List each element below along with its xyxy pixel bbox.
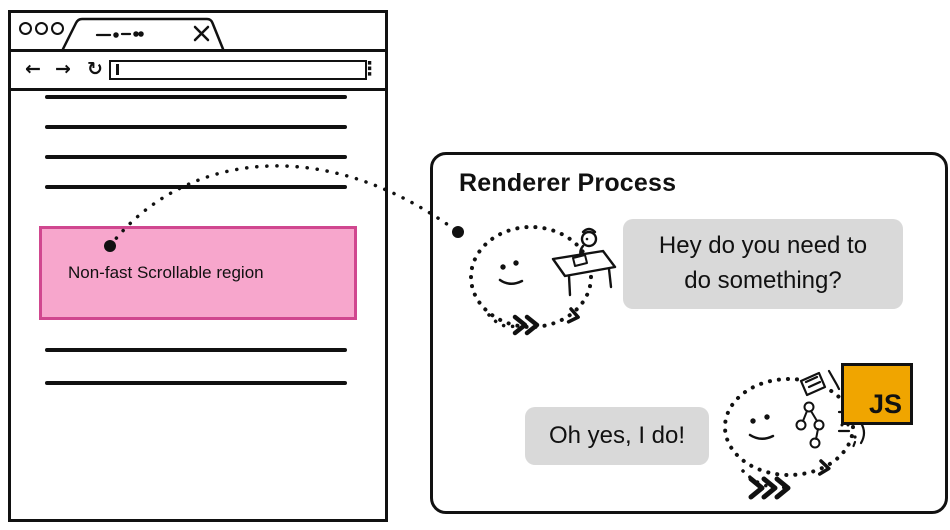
reload-icon[interactable]: ↻ (87, 58, 103, 80)
text-line (45, 381, 347, 385)
window-control-button[interactable] (35, 22, 48, 35)
desk-icon (551, 227, 617, 297)
region-label: Non-fast Scrollable region (68, 263, 264, 282)
main-thread-character (723, 369, 866, 500)
js-badge-label: JS (868, 389, 902, 419)
browser-toolbar: ← → ↻ ⋮ (11, 52, 385, 91)
tab-title-scribble (95, 31, 144, 38)
main-thread-speech-bubble: Oh yes, I do! (525, 407, 709, 465)
page-content: Non-fast Scrollable region (11, 91, 385, 519)
forward-icon[interactable]: → (55, 58, 71, 80)
tab-close-icon[interactable] (193, 25, 210, 42)
non-fast-scrollable-region[interactable]: Non-fast Scrollable region (39, 226, 357, 320)
loop-arrowhead-icon (566, 307, 580, 324)
dotted-loop (469, 225, 593, 329)
text-cursor (116, 64, 119, 75)
js-badge: JS (841, 363, 913, 425)
text-line (45, 125, 347, 129)
browser-tab[interactable] (61, 16, 241, 51)
compositor-speech-bubble: Hey do you need to do something? (623, 219, 903, 309)
window-controls (19, 22, 64, 35)
dotted-tail (487, 313, 517, 329)
window-control-button[interactable] (51, 22, 64, 35)
loop-arrowhead-icon (817, 459, 831, 476)
dotted-tail (741, 469, 789, 490)
text-line (45, 95, 347, 99)
speech-text: Oh yes, I do! (548, 421, 686, 449)
document-icon (799, 369, 841, 397)
dom-tree-icon (795, 401, 825, 449)
compositor-thread-character (469, 225, 617, 336)
speech-text: Hey do you need to do something? (658, 232, 868, 294)
tab-outline (61, 17, 225, 51)
text-line (45, 155, 347, 159)
text-line (45, 348, 347, 352)
speed-chevrons-icon (512, 314, 540, 336)
speed-chevrons-icon (748, 476, 791, 500)
panel-title: Renderer Process (459, 169, 677, 197)
browser-window: ← → ↻ ⋮ Non-fast Scrollable region (8, 10, 388, 522)
back-icon[interactable]: ← (25, 58, 41, 80)
code-scribble-icon (852, 421, 866, 448)
address-bar[interactable] (109, 60, 367, 80)
compositor-face-icon (498, 260, 524, 285)
pencil-icon (827, 369, 841, 391)
main-thread-face-icon (748, 414, 775, 440)
dotted-loop (723, 377, 855, 477)
menu-icon[interactable]: ⋮ (360, 58, 379, 80)
renderer-process-panel: Renderer Process Hey do you need to do s… (430, 152, 948, 514)
browser-tab-bar (11, 13, 385, 52)
window-control-button[interactable] (19, 22, 32, 35)
text-line (45, 185, 347, 189)
